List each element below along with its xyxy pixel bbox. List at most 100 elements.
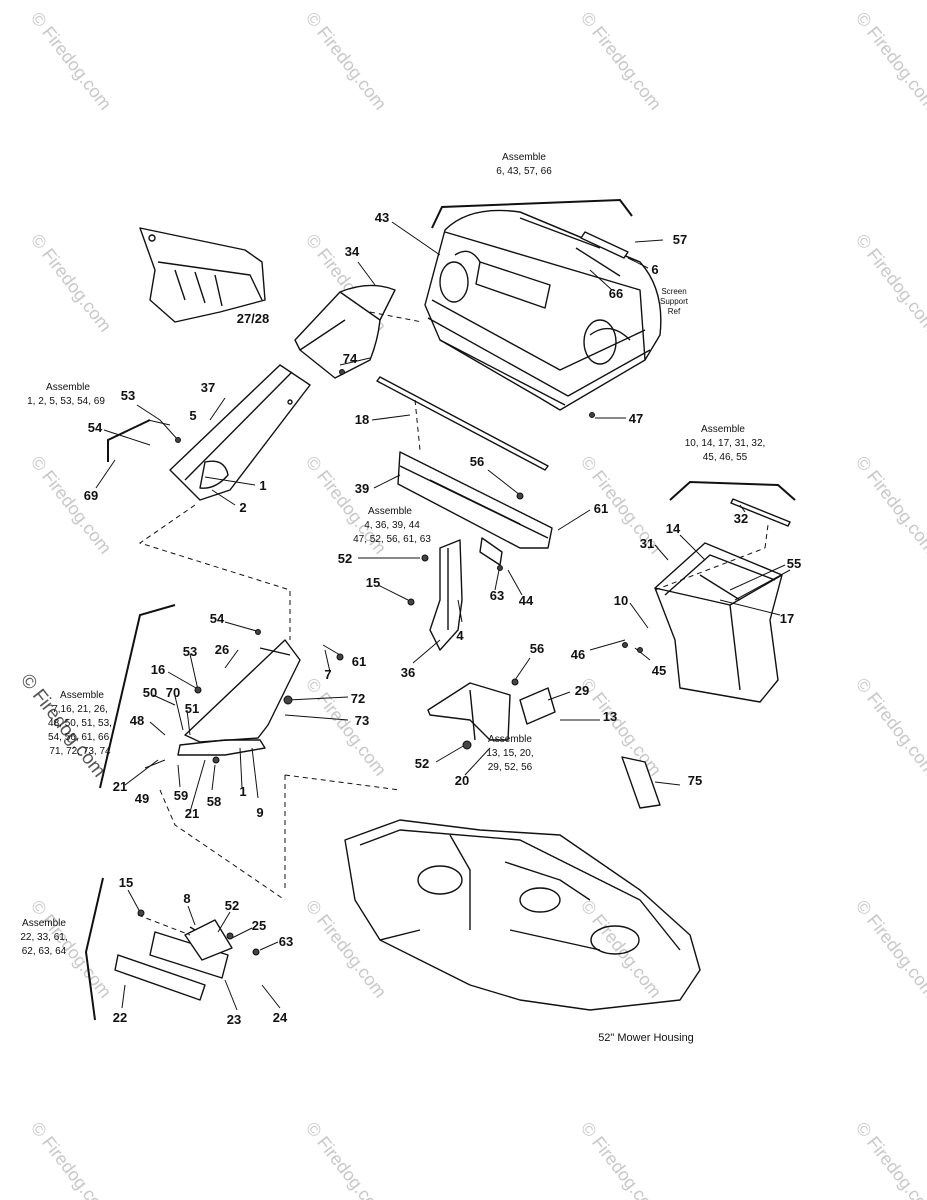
callout-51: 51: [185, 701, 199, 716]
assembly-guide-lines: [137, 311, 769, 936]
assembly-line: 1, 2, 5, 53, 54, 69: [27, 396, 105, 407]
callout-47: 47: [629, 411, 643, 426]
deflector-27-28-part: [139, 227, 266, 323]
assembly-label-bag: Assemble 10, 14, 17, 31, 32, 45, 46, 55: [685, 424, 766, 463]
callout-1: 1: [239, 784, 246, 799]
callout-66: 66: [609, 286, 623, 301]
callout-58: 58: [207, 794, 221, 809]
assembly-line: Assemble: [502, 152, 546, 163]
callout-leaders: [95, 221, 791, 1011]
watermark: © Firedog.com: [577, 896, 666, 1002]
callout-29: 29: [575, 683, 589, 698]
deflector-26-part: [177, 639, 301, 756]
watermark: © Firedog.com: [27, 8, 116, 114]
callout-17: 17: [780, 611, 794, 626]
grass-bag-part: [654, 542, 783, 703]
callout-7: 7: [324, 667, 331, 682]
callout-6: 6: [651, 262, 658, 277]
watermark: © Firedog.com: [302, 896, 391, 1002]
assembly-line: 22, 33, 61,: [20, 932, 67, 943]
callout-50: 50: [143, 685, 157, 700]
weights-part: [114, 919, 233, 1001]
callout-54: 54: [88, 420, 103, 435]
watermark: © Firedog.com: [302, 1118, 391, 1200]
assembly-line: 62, 63, 64: [22, 946, 67, 957]
callout-21: 21: [113, 779, 127, 794]
callout-1: 1: [259, 478, 266, 493]
assembly-label-weights: Assemble 22, 33, 61, 62, 63, 64: [20, 918, 67, 957]
callout-18: 18: [355, 412, 369, 427]
watermark-layer: © Firedog.com © Firedog.com © Firedog.co…: [16, 8, 927, 1200]
assembly-label-bracket: Assemble 4, 36, 39, 44 47, 52, 56, 61, 6…: [353, 506, 431, 545]
callout-22: 22: [113, 1010, 127, 1025]
callout-63: 63: [279, 934, 293, 949]
callout-59: 59: [174, 788, 188, 803]
callout-16: 16: [151, 662, 165, 677]
callout-54: 54: [210, 611, 225, 626]
watermark: © Firedog.com: [852, 8, 927, 114]
assembly-brackets: [84, 198, 796, 1021]
watermark: © Firedog.com: [577, 674, 666, 780]
support-arm-part: [429, 537, 503, 651]
assembly-line: Assemble: [46, 382, 90, 393]
callout-24: 24: [273, 1010, 288, 1025]
callout-48: 48: [130, 713, 144, 728]
callout-21: 21: [185, 806, 199, 821]
callout-15: 15: [119, 875, 133, 890]
callout-32: 32: [734, 511, 748, 526]
callout-5: 5: [189, 408, 196, 423]
callout-52: 52: [225, 898, 239, 913]
callout-63: 63: [490, 588, 504, 603]
watermark: © Firedog.com: [27, 1118, 116, 1200]
callout-2: 2: [239, 500, 246, 515]
note-line: Ref: [668, 307, 681, 316]
bag-frame-bar-part: [730, 498, 791, 527]
callout-37: 37: [201, 380, 215, 395]
callout-72: 72: [351, 691, 365, 706]
callout-31: 31: [640, 536, 654, 551]
part-75-shape: [621, 756, 661, 809]
mount-plate-part: [427, 682, 556, 741]
assembly-line: 54, 56, 61, 66,: [48, 732, 112, 743]
callout-61: 61: [352, 654, 366, 669]
callout-8: 8: [183, 891, 190, 906]
assembly-line: Assemble: [60, 690, 104, 701]
callout-43: 43: [375, 210, 389, 225]
callout-57: 57: [673, 232, 687, 247]
callout-52: 52: [338, 551, 352, 566]
callout-14: 14: [666, 521, 681, 536]
callout-75: 75: [688, 773, 702, 788]
watermark: © Firedog.com: [852, 452, 927, 558]
callout-13: 13: [603, 709, 617, 724]
callout-49: 49: [135, 791, 149, 806]
callout-46: 46: [571, 647, 585, 662]
assembly-line: 7,16, 21, 26,: [52, 704, 108, 715]
callout-20: 20: [455, 773, 469, 788]
screen-support-note: Screen Support Ref: [660, 287, 689, 316]
callout-15: 15: [366, 575, 380, 590]
callout-34: 34: [345, 244, 360, 259]
discharge-chute-part: [169, 364, 311, 501]
assembly-line: Assemble: [368, 506, 412, 517]
callout-53: 53: [183, 644, 197, 659]
callout-55: 55: [787, 556, 801, 571]
note-line: Screen: [661, 287, 686, 296]
bagger-top-part: [424, 209, 662, 411]
callout-45: 45: [652, 663, 666, 678]
callout-10: 10: [614, 593, 628, 608]
callout-74: 74: [343, 351, 358, 366]
assembly-line: 45, 46, 55: [703, 452, 748, 463]
watermark: © Firedog.com: [852, 674, 927, 780]
assembly-line: Assemble: [701, 424, 745, 435]
callout-53: 53: [121, 388, 135, 403]
assembly-line: 4, 36, 39, 44: [364, 520, 420, 531]
assembly-line: 29, 52, 56: [488, 762, 533, 773]
assembly-label-deflector: Assemble 7,16, 21, 26, 48, 50, 51, 53, 5…: [48, 690, 112, 757]
mower-housing-caption: 52" Mower Housing: [598, 1032, 694, 1044]
assembly-label-chute-hinge: Assemble 1, 2, 5, 53, 54, 69: [27, 382, 105, 407]
assembly-label-mount-plate: Assemble 13, 15, 20, 29, 52, 56: [486, 734, 533, 773]
callout-25: 25: [252, 918, 266, 933]
assembly-line: 47, 52, 56, 61, 63: [353, 534, 431, 545]
